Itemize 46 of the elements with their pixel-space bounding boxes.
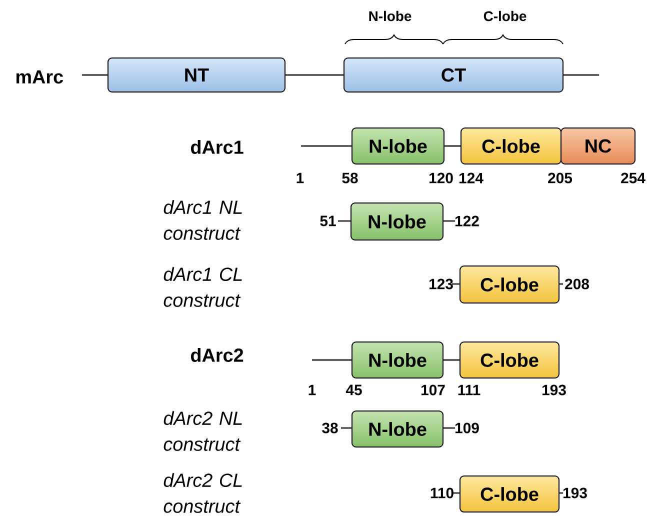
protein-name: mArc: [16, 70, 64, 84]
lobe-label: N-lobe: [369, 10, 412, 22]
domain-box: C-lobe: [460, 128, 562, 164]
construct-label: dArc1 NL construct: [164, 200, 242, 240]
backbone-line: [301, 145, 352, 147]
lobe-label: C-lobe: [484, 10, 526, 22]
domain-box: N-lobe: [352, 342, 444, 378]
residue-number: 109: [455, 422, 479, 434]
residue-number: 254: [621, 172, 646, 184]
residue-number: 208: [565, 278, 589, 290]
domain-box: N-lobe: [352, 410, 444, 448]
backbone-line: [444, 145, 460, 147]
domain-box: C-lobe: [460, 266, 560, 304]
backbone-line: [444, 359, 460, 361]
residue-number: 38: [322, 422, 338, 434]
domain-box: N-lobe: [352, 128, 444, 164]
construct-label: dArc2 NL construct: [164, 411, 242, 451]
domain-box: NT: [108, 58, 286, 92]
domain-box: NC: [560, 128, 636, 164]
domain-box: N-lobe: [350, 202, 444, 240]
construct-label: dArc2 CL construct: [164, 473, 242, 513]
residue-number: 120: [429, 172, 453, 184]
residue-number: 51: [320, 216, 336, 226]
residue-number: 45: [346, 384, 362, 396]
protein-name: dArc2: [190, 348, 244, 362]
construct-label: dArc1 CL construct: [164, 267, 242, 307]
backbone-line: [82, 74, 108, 76]
residue-number: 58: [342, 172, 358, 184]
residue-number: 122: [455, 216, 479, 226]
residue-number: 111: [458, 384, 480, 396]
backbone-line: [312, 359, 352, 361]
backbone-line: [286, 74, 344, 76]
residue-number: 1: [308, 384, 316, 396]
domain-box: C-lobe: [460, 476, 560, 512]
residue-number: 193: [542, 384, 566, 396]
residue-number: 110: [430, 488, 454, 498]
domain-box: C-lobe: [460, 342, 560, 378]
residue-number: 124: [459, 172, 484, 184]
residue-number: 1: [296, 172, 304, 184]
residue-number: 205: [548, 172, 572, 184]
residue-number: 193: [563, 488, 587, 498]
protein-name: dArc1: [190, 140, 244, 154]
backbone-line: [564, 74, 599, 76]
residue-number: 123: [429, 278, 453, 290]
domain-box: CT: [344, 58, 564, 92]
residue-number: 107: [421, 384, 445, 396]
